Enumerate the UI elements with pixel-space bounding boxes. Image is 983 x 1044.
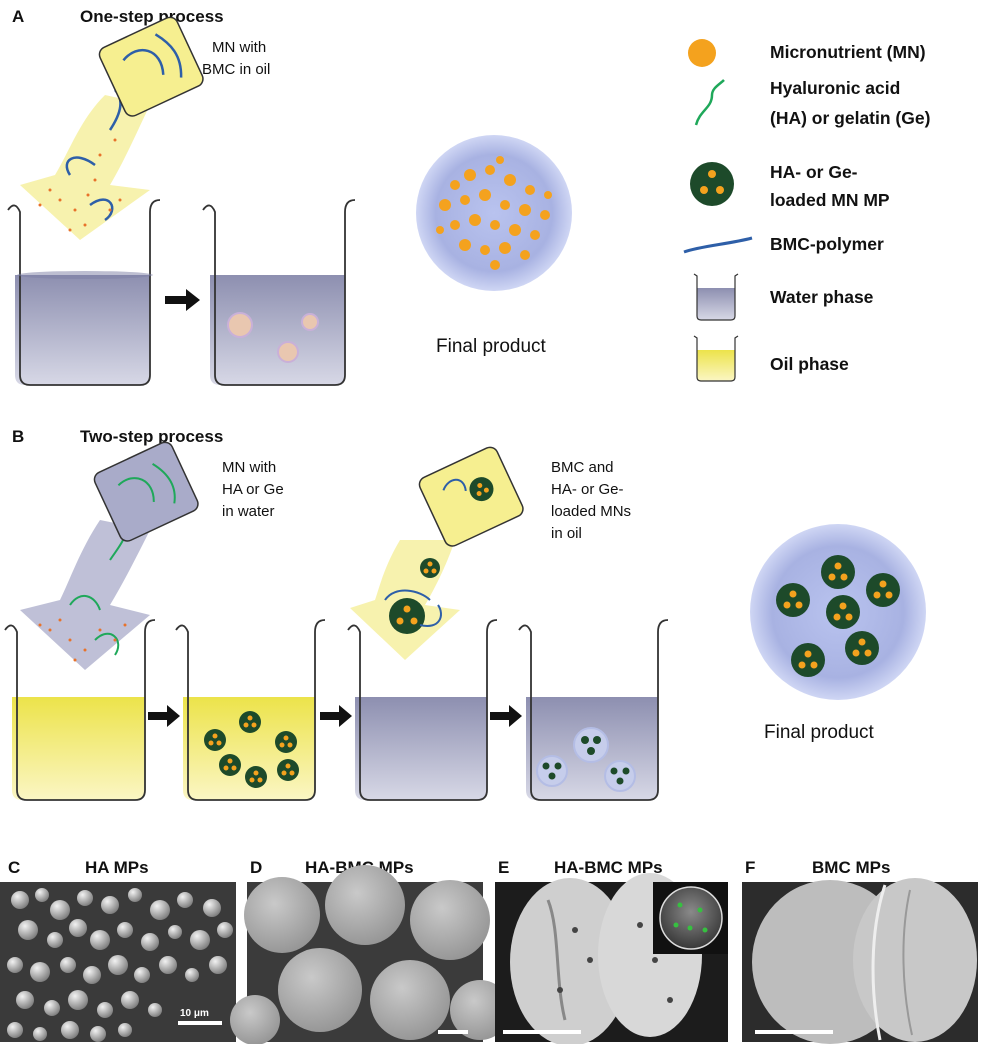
micronutrient-icon xyxy=(688,39,716,67)
pour-note-line-1: MN with xyxy=(212,39,266,56)
water-phase-icon xyxy=(693,273,739,321)
ha-strand xyxy=(69,595,101,611)
process-arrow xyxy=(148,705,180,727)
pour-note-b1-line-1: MN with xyxy=(222,459,276,476)
process-arrow xyxy=(165,289,200,311)
bmc-strand-icon xyxy=(683,236,753,254)
panel-f-title: BMC MPs xyxy=(812,858,890,877)
legend-water: Water phase xyxy=(770,287,874,307)
oil-pour-stream xyxy=(20,95,150,240)
panel-b: B Two-step process MN with HA or Ge in w… xyxy=(4,427,926,801)
oil-phase-icon xyxy=(693,335,739,382)
legend-bmc: BMC-polymer xyxy=(770,234,884,254)
scale-bar xyxy=(178,1021,222,1025)
scale-bar xyxy=(438,1030,468,1034)
beaker-water-a2 xyxy=(202,199,356,386)
micrograph-f: F BMC MPs xyxy=(742,858,978,1044)
micrograph-e: E HA-BMC MPs xyxy=(495,858,728,1044)
legend-hyaluronic-1: Hyaluronic acid xyxy=(770,78,900,98)
final-product-b-label: Final product xyxy=(764,722,875,743)
beaker-oil-b1 xyxy=(4,619,156,801)
scale-bar xyxy=(755,1030,833,1034)
legend-loaded-mp-1: HA- or Ge- xyxy=(770,162,858,182)
pour-note-b2-line-3: loaded MNs xyxy=(551,503,631,520)
panel-d-letter: D xyxy=(250,858,262,877)
panel-e-title: HA-BMC MPs xyxy=(554,858,663,877)
pour-note-line-2: BMC in oil xyxy=(202,61,270,78)
panel-b-title: Two-step process xyxy=(80,427,223,446)
panel-e-letter: E xyxy=(498,858,509,877)
scale-bar xyxy=(503,1030,581,1034)
bmc-strand xyxy=(65,156,96,176)
scale-label: 10 μm xyxy=(180,1008,209,1019)
ha-strand xyxy=(94,632,120,656)
ha-strand-icon xyxy=(694,79,725,126)
loaded-mp-icon xyxy=(690,162,734,206)
mn-dots xyxy=(38,138,122,232)
pouring-glass xyxy=(98,16,204,117)
pour-note-b2-line-2: HA- or Ge- xyxy=(551,481,624,498)
final-product-b xyxy=(750,524,926,700)
panel-b-letter: B xyxy=(12,427,24,446)
process-arrow xyxy=(490,705,522,727)
pour-note-b1-line-2: HA or Ge xyxy=(222,481,284,498)
beaker-water-b4 xyxy=(518,619,669,801)
pouring-glass-oil xyxy=(418,446,524,547)
pouring-glass-water xyxy=(93,441,199,542)
beaker-water-a1 xyxy=(7,199,161,386)
sem-split-sphere xyxy=(752,878,977,1044)
legend-hyaluronic-2: (HA) or gelatin (Ge) xyxy=(770,108,930,128)
process-arrow xyxy=(320,705,352,727)
panel-f-letter: F xyxy=(745,858,755,877)
panel-a: A One-step process MN with BMC in oil xyxy=(7,7,572,386)
panel-c-title: HA MPs xyxy=(85,858,149,877)
pour-note-b2-line-4: in oil xyxy=(551,525,582,542)
beaker-water-b3 xyxy=(347,619,498,801)
legend-loaded-mp-2: loaded MN MP xyxy=(770,190,890,210)
falling-mps xyxy=(384,558,442,634)
legend-micronutrient: Micronutrient (MN) xyxy=(770,42,926,62)
panel-c-letter: C xyxy=(8,858,20,877)
panel-a-letter: A xyxy=(12,7,24,26)
inset-fluorescence xyxy=(653,882,728,954)
pour-note-b1-line-3: in water xyxy=(222,503,275,520)
beaker-oil-b2 xyxy=(175,619,326,801)
legend-oil: Oil phase xyxy=(770,354,849,374)
pour-note-b2-line-1: BMC and xyxy=(551,459,614,476)
final-product-a-label: Final product xyxy=(436,336,547,357)
bmc-strand xyxy=(89,198,114,222)
mn-cluster xyxy=(436,156,552,270)
mn-dots xyxy=(38,618,127,662)
legend: Micronutrient (MN) Hyaluronic acid (HA) … xyxy=(683,39,930,382)
panel-a-title: One-step process xyxy=(80,7,224,26)
final-product-a xyxy=(416,135,572,291)
sem-particles xyxy=(7,888,233,1042)
loaded-mps xyxy=(204,711,299,788)
micrograph-c: C HA MPs 10 μm xyxy=(0,858,236,1042)
micrograph-d: D HA-BMC MPs xyxy=(230,858,510,1044)
